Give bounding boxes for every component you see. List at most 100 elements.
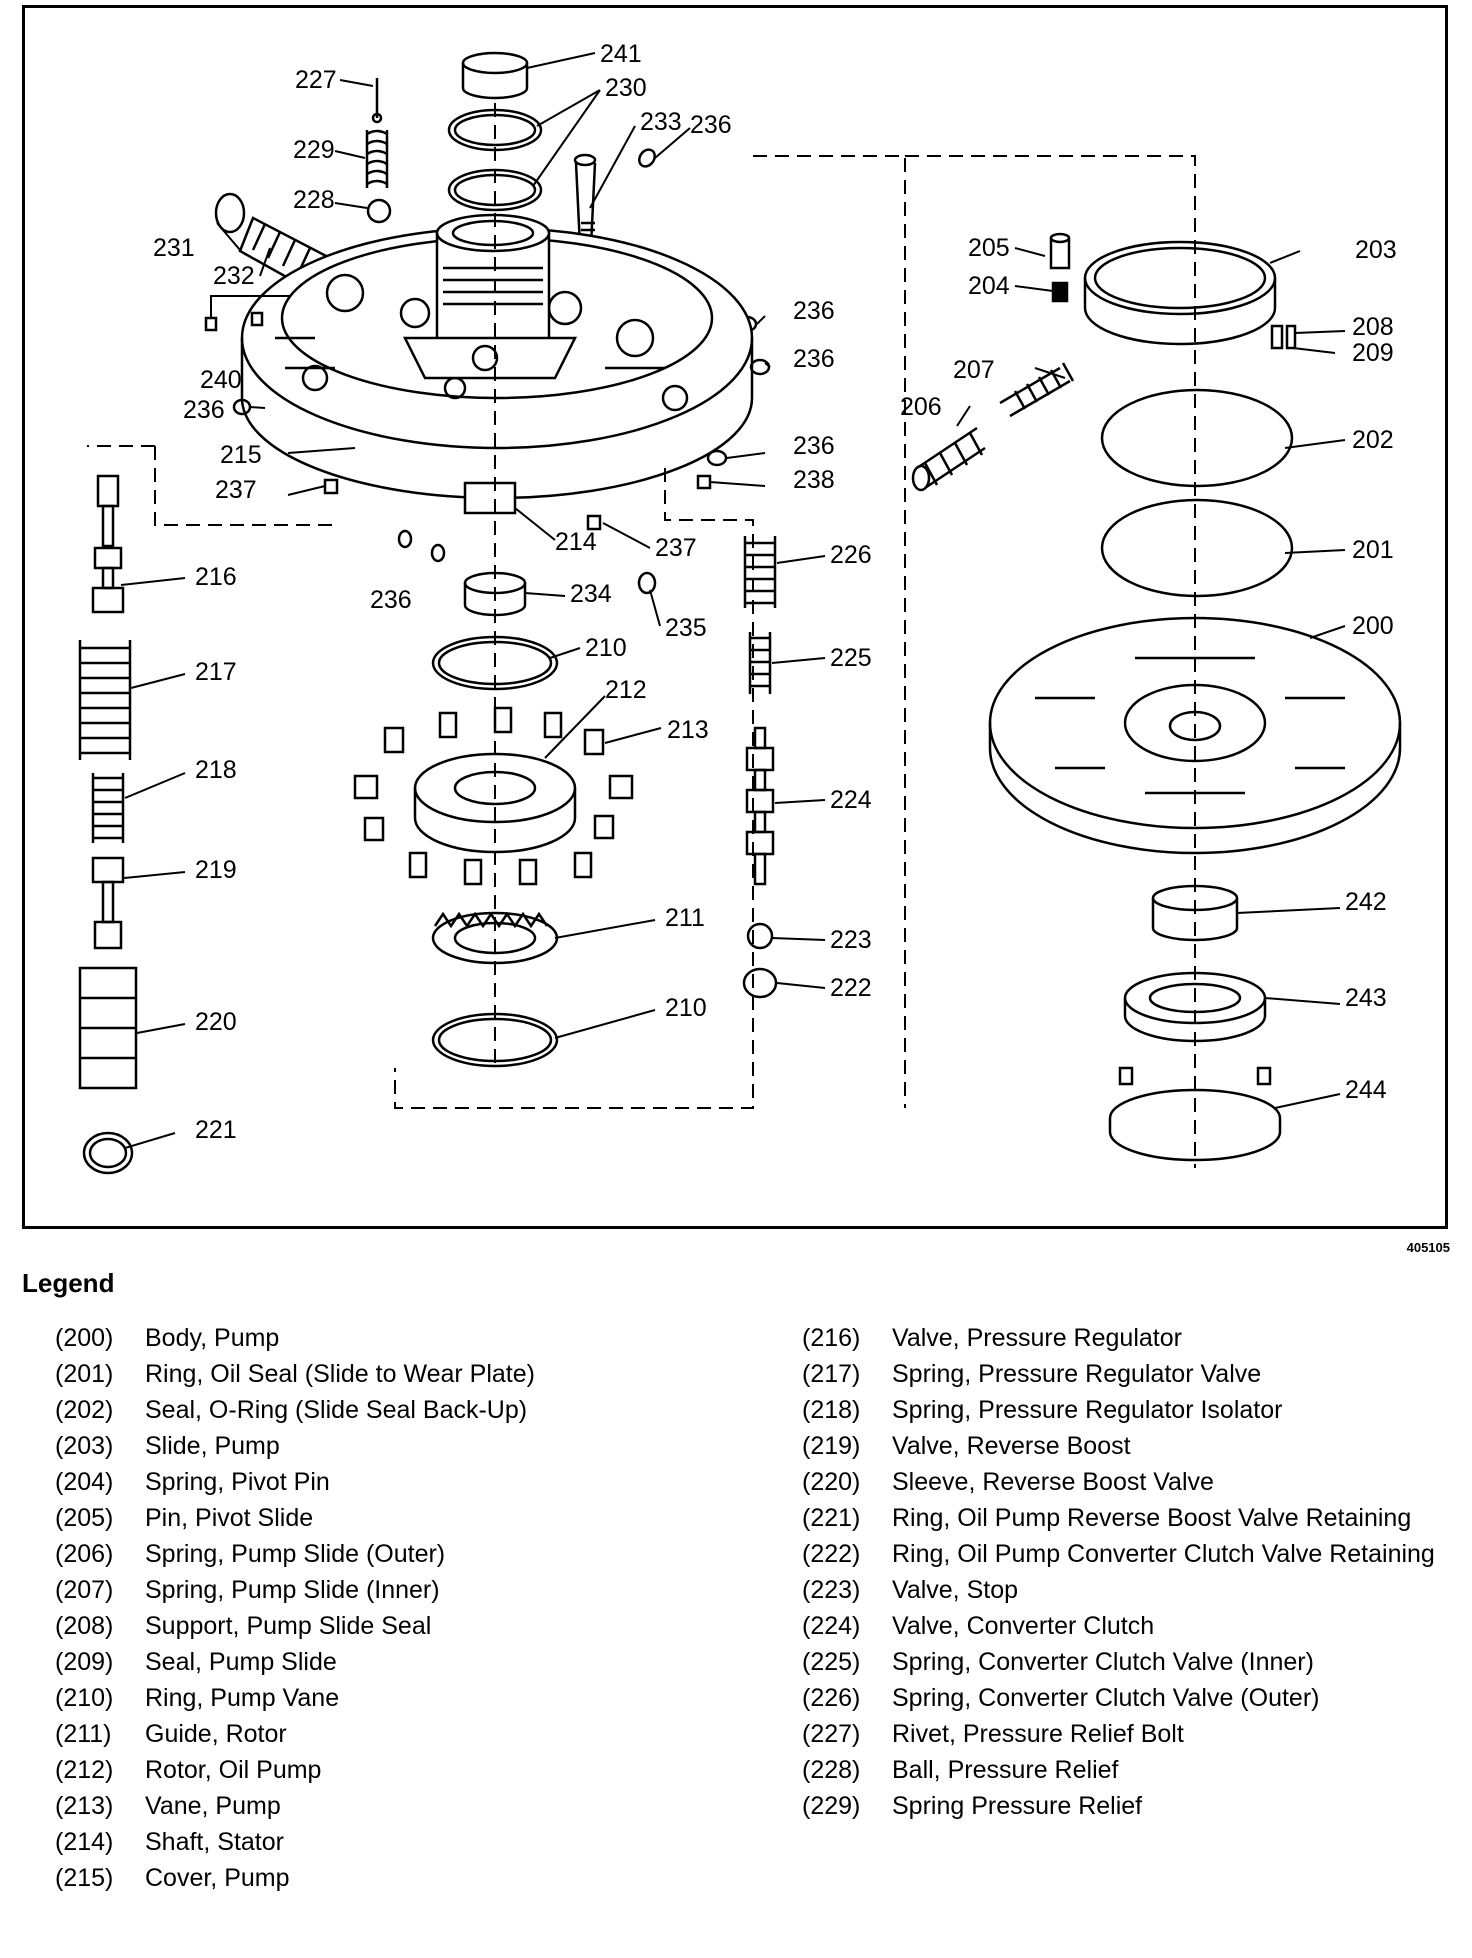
legend-item-number: (225) <box>802 1648 861 1676</box>
callout-210-lower: 210 <box>665 994 707 1022</box>
part-201-oil-seal-ring <box>1100 498 1294 598</box>
part-236-plug-3 <box>749 358 771 376</box>
part-221-ring <box>82 1131 134 1175</box>
legend-left-column: (200)Body, Pump (201)Ring, Oil Seal (Sli… <box>55 1320 755 1896</box>
legend-item: (221)Ring, Oil Pump Reverse Boost Valve … <box>802 1500 1442 1536</box>
legend-item-number: (227) <box>802 1720 861 1748</box>
callout-236-d: 236 <box>183 396 225 424</box>
callout-209: 209 <box>1352 339 1394 367</box>
callout-221: 221 <box>195 1116 237 1144</box>
legend-item: (227)Rivet, Pressure Relief Bolt <box>802 1716 1442 1752</box>
part-203-slide <box>1083 240 1277 346</box>
callout-222: 222 <box>830 974 872 1002</box>
legend-item-description: Spring, Pressure Regulator Isolator <box>892 1396 1283 1424</box>
legend-item: (220) Sleeve, Reverse Boost Valve <box>802 1464 1442 1500</box>
part-205-pin <box>1049 232 1071 270</box>
legend-item: (212)Rotor, Oil Pump <box>55 1752 755 1788</box>
legend-item: (222)Ring, Oil Pump Converter Clutch Val… <box>802 1536 1442 1572</box>
legend-item: (210)Ring, Pump Vane <box>55 1680 755 1716</box>
part-243-seal <box>1123 971 1267 1043</box>
legend-item-number: (208) <box>55 1612 114 1640</box>
legend-item-description: Spring Pressure Relief <box>892 1792 1143 1820</box>
part-235-plug <box>637 571 657 595</box>
callout-211: 211 <box>665 904 705 932</box>
legend-item: (200)Body, Pump <box>55 1320 755 1356</box>
callout-244: 244 <box>1345 1076 1387 1104</box>
legend-item: (213)Vane, Pump <box>55 1788 755 1824</box>
callout-237-a: 237 <box>215 476 257 504</box>
callout-224: 224 <box>830 786 872 814</box>
callout-205: 205 <box>968 234 1010 262</box>
callout-229: 228 <box>293 186 335 214</box>
legend-title: Legend <box>22 1268 115 1298</box>
legend-item: (218) Spring, Pressure Regulator Isolator <box>802 1392 1442 1428</box>
legend-item-number: (229) <box>802 1792 861 1820</box>
part-236-plug-6 <box>397 529 413 549</box>
part-225-spring <box>748 632 772 694</box>
legend-item-number: (214) <box>55 1828 114 1856</box>
callout-214: 214 <box>555 528 597 556</box>
callout-208: 208 <box>1352 313 1394 341</box>
part-200-pump-body <box>988 616 1402 855</box>
figure-id: 405105 <box>1406 1240 1450 1255</box>
legend-item-number: (218) <box>802 1396 861 1424</box>
part-229-spring <box>365 129 389 188</box>
legend-item: (219)Valve, Reverse Boost <box>802 1428 1442 1464</box>
legend-item-description: Valve, Pressure Regulator <box>892 1324 1182 1352</box>
part-231-disc <box>214 192 246 234</box>
part-213-vanes <box>353 706 634 886</box>
callout-219: 219 <box>195 856 237 884</box>
legend-item-number: (220) <box>802 1468 861 1496</box>
legend-right-column: (216)Valve, Pressure Regulator (217)Spri… <box>802 1320 1442 1824</box>
part-217-spring <box>78 640 132 760</box>
leader-lines <box>120 52 1346 1149</box>
part-238-plug <box>696 474 712 490</box>
legend-item-number: (223) <box>802 1576 861 1604</box>
callout-212: 212 <box>605 676 647 704</box>
diagram-drawing: 200 201 202 203 204 205 206 207 208 209 … <box>78 40 1402 1175</box>
legend-item-number: (224) <box>802 1612 861 1640</box>
legend-item-number: (215) <box>55 1864 114 1892</box>
legend-item-description: Valve, Converter Clutch <box>892 1612 1155 1640</box>
callout-238: 238 <box>793 466 835 494</box>
legend-item-description: Valve, Stop <box>892 1576 1019 1604</box>
legend-item: (226)Spring, Converter Clutch Valve (Out… <box>802 1680 1442 1716</box>
legend-item-description: Cover, Pump <box>145 1864 290 1892</box>
callout-230: 230 <box>605 74 647 102</box>
exploded-view-diagram: 200 201 202 203 204 205 206 207 208 209 … <box>22 5 1448 1229</box>
part-216-valve <box>91 474 125 614</box>
legend-item: (208) Support, Pump Slide Seal <box>55 1608 755 1644</box>
callout-206: 206 <box>900 393 942 421</box>
callout-232: 232 <box>213 262 255 290</box>
part-214-stator-shaft <box>402 213 578 515</box>
legend-item-number: (207) <box>55 1576 114 1604</box>
part-240-plug-b <box>250 311 264 327</box>
legend-item-description: Pin, Pivot Slide <box>145 1504 314 1532</box>
part-208-support <box>1270 324 1284 350</box>
legend-item-number: (202) <box>55 1396 114 1424</box>
callout-241: 241 <box>600 40 642 68</box>
callout-236-b: 236 <box>793 297 835 325</box>
callout-216: 216 <box>195 563 237 591</box>
callout-217: 217 <box>195 658 237 686</box>
callout-218: 218 <box>195 756 237 784</box>
callout-240: 240 <box>200 366 242 394</box>
legend-item-description: Rotor, Oil Pump <box>145 1756 322 1784</box>
legend-item-description: Ball, Pressure Relief <box>892 1756 1119 1784</box>
part-222-ring <box>742 967 778 999</box>
legend-item: (207) Spring, Pump Slide (Inner) <box>55 1572 755 1608</box>
legend-item-number: (210) <box>55 1684 114 1712</box>
legend-item-description: Support, Pump Slide Seal <box>145 1612 432 1640</box>
legend-item-number: (226) <box>802 1684 861 1712</box>
part-237-plug-a <box>323 478 339 495</box>
callout-201: 201 <box>1352 536 1394 564</box>
legend-item-description: Spring, Pump Slide (Inner) <box>145 1576 440 1604</box>
legend-item-description: Sleeve, Reverse Boost Valve <box>892 1468 1214 1496</box>
legend-item-description: Spring, Pump Slide (Outer) <box>145 1540 446 1568</box>
callout-215: 215 <box>220 441 262 469</box>
legend-item: (202)Seal, O-Ring (Slide Seal Back-Up) <box>55 1392 755 1428</box>
legend-item-number: (221) <box>802 1504 861 1532</box>
legend-item-description: Shaft, Stator <box>145 1828 284 1856</box>
callout-204: 204 <box>968 272 1010 300</box>
callout-242: 242 <box>1345 888 1387 916</box>
